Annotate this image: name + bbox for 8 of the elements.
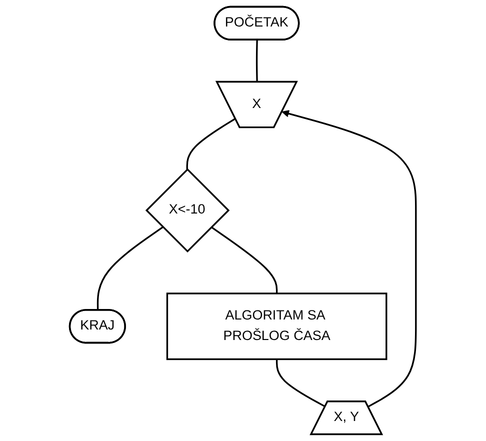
- node-box: ALGORITAM SA PROŠLOG ČASA: [166, 292, 388, 360]
- connector: [186, 118, 236, 170]
- connector: [211, 226, 278, 294]
- arrow: [282, 110, 417, 408]
- connector: [256, 40, 258, 82]
- connector: [276, 359, 326, 408]
- node-diamond: X<-10: [146, 168, 230, 253]
- connector: [97, 226, 164, 310]
